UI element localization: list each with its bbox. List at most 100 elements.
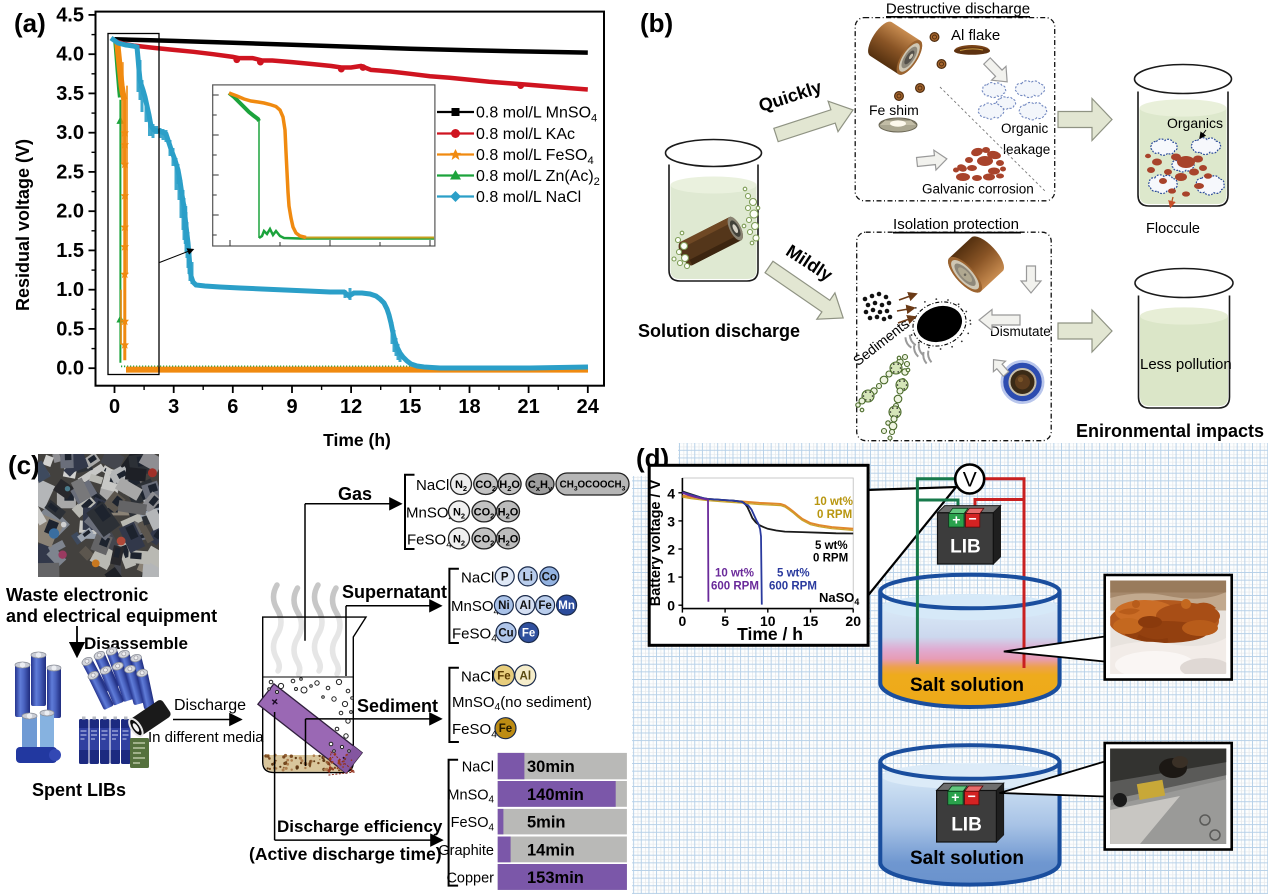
svg-text:NaCl: NaCl bbox=[416, 477, 449, 494]
svg-text:N2: N2 bbox=[455, 479, 467, 493]
svg-text:and electrical equipment: and electrical equipment bbox=[6, 606, 217, 626]
svg-text:V: V bbox=[963, 469, 977, 492]
svg-text:10 wt%: 10 wt% bbox=[715, 568, 754, 580]
svg-text:+: + bbox=[952, 511, 960, 527]
svg-text:(Active discharge time): (Active discharge time) bbox=[249, 844, 442, 864]
svg-text:CH3OCOOCH3: CH3OCOOCH3 bbox=[560, 480, 626, 493]
svg-text:Fe: Fe bbox=[497, 670, 510, 682]
svg-text:0.8 mol/L MnSO4: 0.8 mol/L MnSO4 bbox=[476, 105, 597, 125]
svg-text:Al flake: Al flake bbox=[951, 27, 1000, 44]
svg-text:0 RPM: 0 RPM bbox=[813, 553, 848, 565]
svg-text:Organic: Organic bbox=[1001, 121, 1049, 136]
svg-text:FeSO4: FeSO4 bbox=[451, 815, 495, 833]
svg-text:N2: N2 bbox=[453, 533, 465, 547]
svg-text:Fe shim: Fe shim bbox=[869, 102, 919, 118]
svg-text:4.5: 4.5 bbox=[56, 4, 84, 26]
svg-text:600 RPM: 600 RPM bbox=[769, 581, 817, 593]
svg-text:0: 0 bbox=[109, 396, 120, 418]
svg-text:2.5: 2.5 bbox=[56, 161, 84, 183]
svg-text:Battery voltage / V: Battery voltage / V bbox=[648, 479, 664, 606]
svg-text:Sediment: Sediment bbox=[357, 696, 438, 716]
svg-text:CO2: CO2 bbox=[475, 479, 496, 493]
svg-text:4: 4 bbox=[667, 485, 675, 501]
svg-text:MnSO4: MnSO4 bbox=[451, 598, 500, 617]
svg-text:0.5: 0.5 bbox=[56, 318, 84, 340]
svg-text:10 wt%: 10 wt% bbox=[814, 496, 853, 508]
svg-text:5: 5 bbox=[721, 613, 729, 629]
svg-text:140min: 140min bbox=[527, 786, 584, 804]
svg-text:NaCl: NaCl bbox=[462, 760, 494, 776]
svg-text:0.8 mol/L Zn(Ac)2: 0.8 mol/L Zn(Ac)2 bbox=[476, 168, 600, 188]
svg-text:MnSO4(no sediment): MnSO4(no sediment) bbox=[452, 694, 592, 713]
svg-text:0.8 mol/L FeSO4: 0.8 mol/L FeSO4 bbox=[476, 147, 594, 167]
svg-text:15: 15 bbox=[399, 396, 421, 418]
svg-text:Discharge: Discharge bbox=[174, 697, 246, 714]
svg-text:3.5: 3.5 bbox=[56, 83, 84, 105]
svg-text:24: 24 bbox=[577, 396, 600, 418]
svg-text:Fe: Fe bbox=[522, 628, 535, 640]
svg-text:Al: Al bbox=[520, 600, 532, 612]
svg-text:−: − bbox=[968, 788, 976, 804]
svg-text:18: 18 bbox=[458, 396, 480, 418]
svg-text:153min: 153min bbox=[527, 869, 584, 887]
svg-text:9: 9 bbox=[286, 396, 297, 418]
svg-text:3.0: 3.0 bbox=[56, 122, 84, 144]
svg-text:0: 0 bbox=[679, 613, 687, 629]
svg-text:H2O: H2O bbox=[499, 479, 520, 493]
svg-text:Isolation protection: Isolation protection bbox=[893, 216, 1019, 233]
svg-text:21: 21 bbox=[517, 396, 539, 418]
svg-text:1.5: 1.5 bbox=[56, 240, 84, 262]
svg-text:Destructive discharge: Destructive discharge bbox=[886, 1, 1030, 18]
svg-text:Salt solution: Salt solution bbox=[910, 848, 1024, 869]
svg-text:Organics: Organics bbox=[1167, 115, 1223, 131]
svg-text:5 wt%: 5 wt% bbox=[777, 568, 810, 580]
svg-text:15: 15 bbox=[803, 613, 819, 629]
svg-text:NaSO4: NaSO4 bbox=[819, 590, 859, 607]
svg-text:H2O: H2O bbox=[498, 533, 519, 547]
svg-text:NaCl: NaCl bbox=[461, 569, 494, 586]
svg-text:Galvanic corrosion: Galvanic corrosion bbox=[922, 182, 1034, 197]
svg-text:Gas: Gas bbox=[338, 484, 372, 504]
svg-text:0 RPM: 0 RPM bbox=[817, 509, 852, 521]
svg-text:CO2: CO2 bbox=[474, 533, 495, 547]
svg-text:Fe: Fe bbox=[499, 723, 512, 735]
svg-text:14min: 14min bbox=[527, 841, 575, 859]
svg-text:20: 20 bbox=[845, 613, 861, 629]
svg-text:0.0: 0.0 bbox=[56, 358, 84, 380]
svg-text:0.8 mol/L KAc: 0.8 mol/L KAc bbox=[476, 126, 575, 143]
svg-text:12: 12 bbox=[340, 396, 362, 418]
svg-text:0: 0 bbox=[667, 598, 675, 614]
svg-text:MnSO4: MnSO4 bbox=[447, 787, 494, 805]
svg-text:10: 10 bbox=[760, 613, 776, 629]
svg-text:4.0: 4.0 bbox=[56, 44, 84, 66]
svg-text:(c): (c) bbox=[8, 450, 40, 480]
svg-text:N2: N2 bbox=[453, 506, 465, 520]
svg-text:Al: Al bbox=[520, 670, 532, 682]
svg-text:H2O: H2O bbox=[498, 506, 519, 520]
svg-text:−: − bbox=[969, 510, 977, 526]
svg-text:CxHy: CxHy bbox=[528, 479, 553, 493]
svg-text:Enironmental impacts: Enironmental impacts bbox=[1076, 421, 1264, 441]
svg-text:0.8 mol/L NaCl: 0.8 mol/L NaCl bbox=[476, 189, 581, 206]
svg-text:Spent LIBs: Spent LIBs bbox=[32, 780, 126, 800]
svg-text:Time (h): Time (h) bbox=[323, 430, 391, 450]
svg-text:Cu: Cu bbox=[498, 628, 513, 640]
svg-text:5min: 5min bbox=[527, 814, 566, 832]
svg-text:Discharge efficiency: Discharge efficiency bbox=[277, 817, 443, 836]
svg-text:LIB: LIB bbox=[950, 537, 981, 558]
svg-text:Dismutate: Dismutate bbox=[990, 324, 1051, 339]
svg-text:Salt solution: Salt solution bbox=[910, 675, 1024, 696]
svg-text:1.0: 1.0 bbox=[56, 279, 84, 301]
svg-text:leakage: leakage bbox=[1003, 142, 1050, 157]
svg-text:FeSO4: FeSO4 bbox=[452, 721, 497, 740]
svg-text:600 RPM: 600 RPM bbox=[711, 581, 759, 593]
svg-text:Residual voltage (V): Residual voltage (V) bbox=[13, 139, 33, 311]
svg-text:+: + bbox=[951, 789, 959, 805]
svg-text:2.0: 2.0 bbox=[56, 201, 84, 223]
svg-text:3: 3 bbox=[168, 396, 179, 418]
svg-text:FeSO4: FeSO4 bbox=[407, 531, 452, 550]
svg-text:3: 3 bbox=[667, 513, 675, 529]
svg-text:Solution discharge: Solution discharge bbox=[638, 321, 800, 341]
svg-text:Fe: Fe bbox=[538, 600, 551, 612]
svg-text:Supernatant: Supernatant bbox=[342, 582, 447, 602]
